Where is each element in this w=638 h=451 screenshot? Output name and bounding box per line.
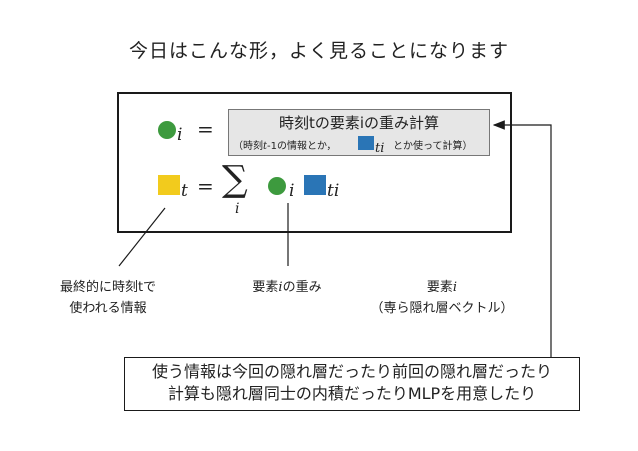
label-weight-pre: 要素 — [252, 280, 279, 295]
note-text: 使う情報は今回の隠れ層だったり前回の隠れ層だったり 計算も隠れ層同士の内積だった… — [125, 361, 579, 405]
label-final-line2: 使われる情報 — [69, 301, 147, 316]
eq1-equals: = — [197, 117, 214, 141]
label-weight-post: の重み — [282, 280, 322, 295]
sum-index: i — [235, 201, 240, 217]
weight-calc-title: 時刻tの要素iの重み計算 — [278, 114, 440, 132]
eq2-subscript: t — [181, 181, 188, 201]
note-prefix: （時刻 — [233, 141, 263, 152]
formula-box — [117, 92, 512, 233]
note-ti: ti — [375, 141, 385, 156]
note-box: 使う情報は今回の隠れ層だったり前回の隠れ層だったり 計算も隠れ層同士の内積だった… — [124, 357, 580, 411]
note-t: t — [263, 141, 268, 152]
element-square-icon — [304, 175, 326, 195]
label-element-pre: 要素 — [426, 280, 453, 295]
context-pointer-line — [118, 207, 166, 267]
label-final-line1: 最終的に時刻tで — [59, 280, 157, 295]
weight-circle-icon-2 — [268, 177, 286, 195]
eq2-circle-subscript: i — [289, 181, 295, 201]
weight-circle-icon — [158, 121, 176, 139]
note-line1: 使う情報は今回の隠れ層だったり前回の隠れ層だったり — [151, 362, 552, 381]
weight-calc-box: 時刻tの要素iの重み計算 （時刻t-1の情報とか， ti とか使って計算） — [228, 109, 490, 156]
label-element: 要素i （専ら隠れ層ベクトル） — [352, 277, 532, 319]
weight-calc-note: （時刻t-1の情報とか， — [233, 137, 336, 152]
note-suffix: とか使って計算） — [393, 141, 473, 152]
page-title: 今日はこんな形，よく見ることになります — [128, 40, 509, 62]
sum-symbol: ∑ — [222, 159, 248, 200]
note-middle: -1の情報とか， — [267, 141, 337, 152]
eq2-square-subscript: ti — [327, 181, 340, 201]
eq2-equals: = — [197, 174, 214, 198]
element-square-small-icon — [358, 136, 374, 150]
eq1-subscript: i — [177, 125, 183, 145]
label-weight: 要素iの重み — [222, 277, 352, 298]
label-element-line2: （専ら隠れ層ベクトル） — [370, 301, 514, 316]
label-weight-var: i — [278, 280, 283, 295]
note-line2: 計算も隠れ層同士の内積だったりMLPを用意したり — [167, 384, 537, 403]
label-element-var: i — [452, 280, 458, 295]
context-square-icon — [158, 175, 180, 195]
note-arrow — [492, 120, 552, 358]
label-final-info: 最終的に時刻tで 使われる情報 — [43, 277, 173, 319]
